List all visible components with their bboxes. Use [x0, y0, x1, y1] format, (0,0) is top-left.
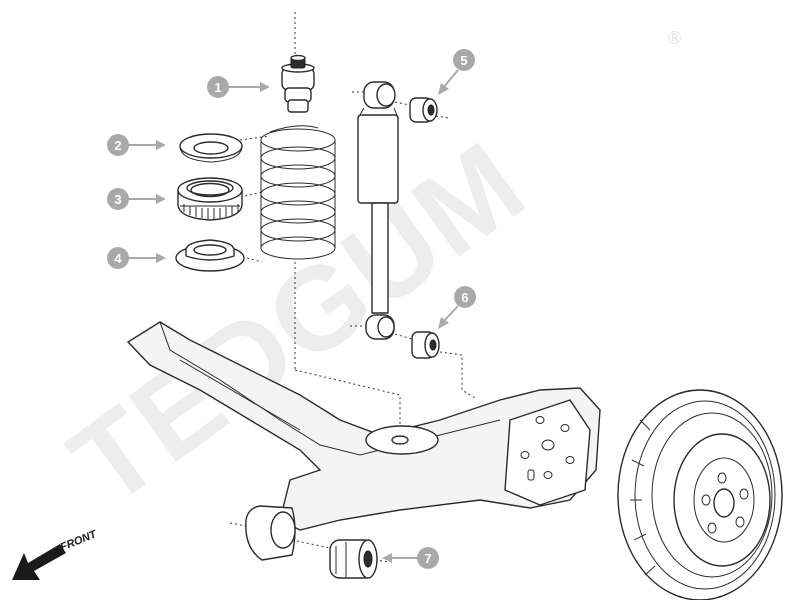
callout-2-badge: [107, 134, 129, 156]
wheel: [617, 389, 783, 600]
callout-7-number: 7: [424, 551, 431, 566]
callout-6: 6: [438, 286, 476, 329]
watermark-registered-mark: ®: [668, 28, 681, 48]
front-arrow-icon: [12, 544, 66, 580]
shock-lower-bushing: [411, 331, 440, 359]
callout-4-number: 4: [114, 251, 122, 266]
callout-1: 1: [207, 76, 270, 98]
lower-spring-seat: [175, 239, 245, 272]
callout-5-number: 5: [460, 53, 467, 68]
callout-7-badge: [417, 547, 439, 569]
callout-1-number: 1: [214, 80, 221, 95]
callout-5: 5: [438, 49, 475, 95]
front-label: FRONT: [59, 528, 100, 554]
shock-upper-bushing: [409, 97, 438, 123]
callout-6-number: 6: [461, 290, 468, 305]
coil-spring: [260, 125, 336, 260]
callout-4: 4: [107, 247, 166, 269]
callout-4-badge: [107, 247, 129, 269]
bump-stop: [281, 54, 315, 113]
callout-3: 3: [107, 188, 166, 210]
front-direction-indicator: FRONT: [12, 528, 99, 580]
callout-3-number: 3: [114, 192, 121, 207]
callout-3-badge: [107, 188, 129, 210]
upper-spring-seat: [179, 133, 243, 163]
callout-6-badge: [454, 286, 476, 308]
assembly-guide-lines: [229, 12, 476, 563]
bearing-ring: [177, 177, 243, 221]
rear-axle-beam: [126, 321, 601, 561]
callout-1-badge: [207, 76, 229, 98]
shock-absorber: [357, 81, 399, 340]
axle-mount-bushing: [329, 539, 378, 579]
callout-2: 2: [107, 134, 166, 156]
callout-5-badge: [453, 49, 475, 71]
callout-7: 7: [382, 547, 439, 569]
callout-2-number: 2: [114, 138, 121, 153]
